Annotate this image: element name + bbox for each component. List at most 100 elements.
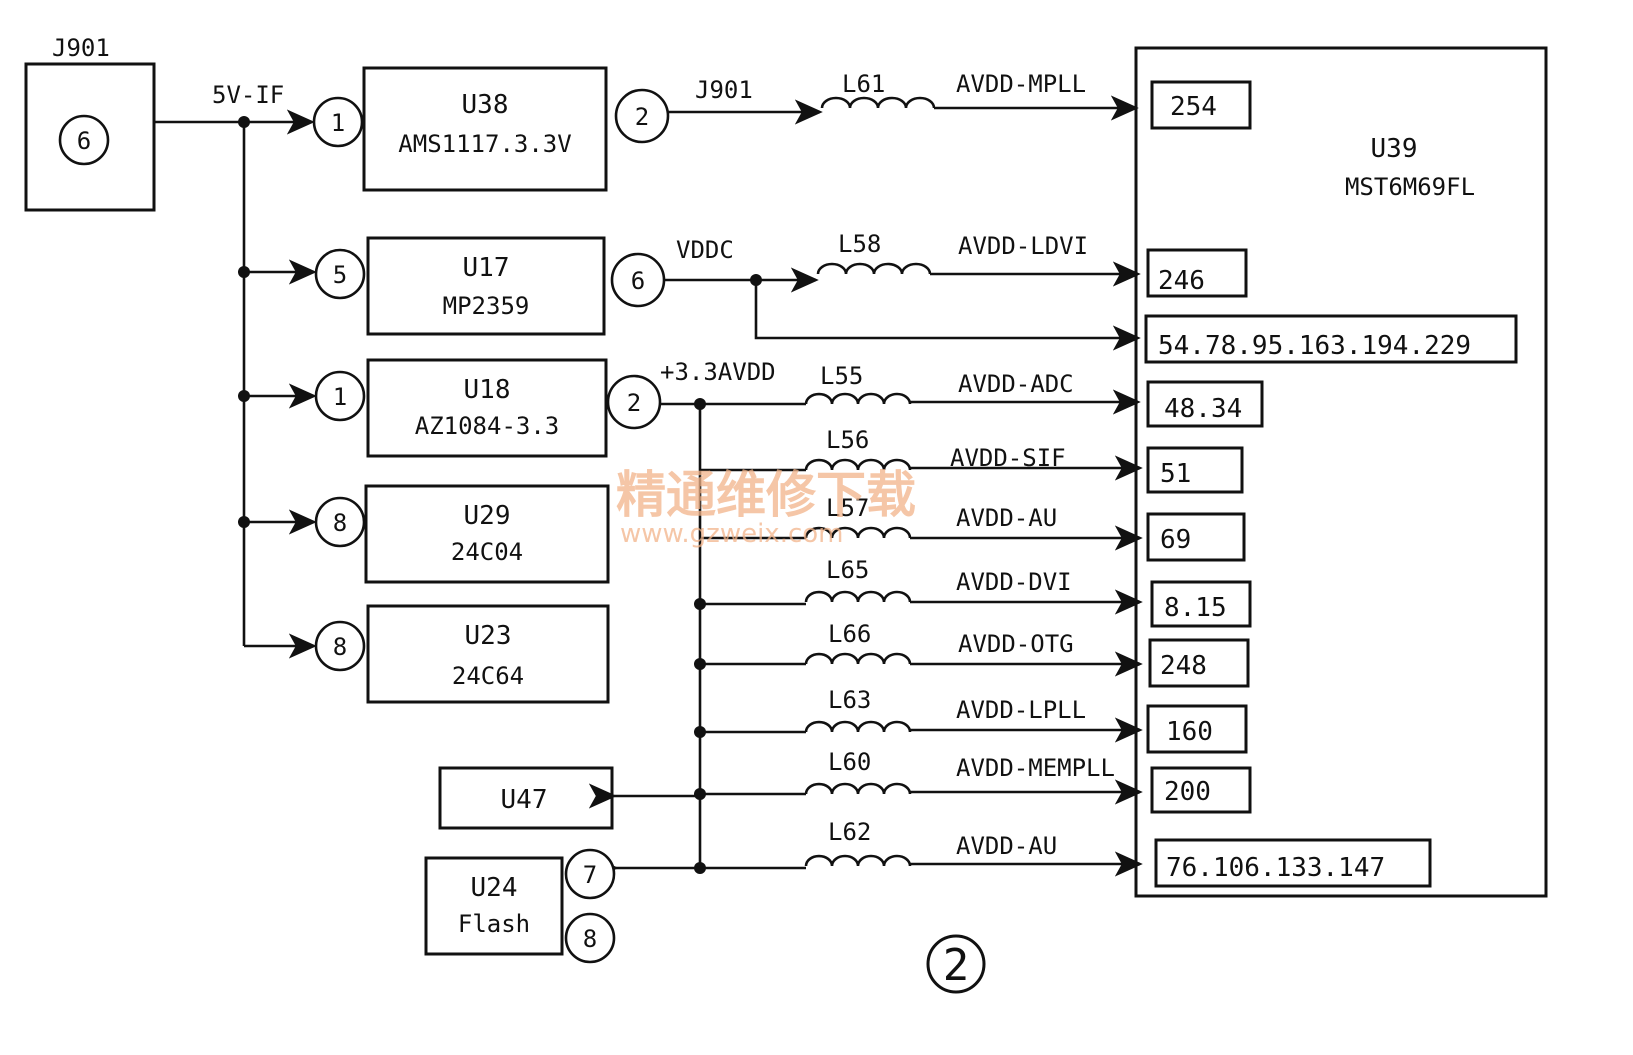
rail-l62 [590,851,1143,881]
u38-part: AMS1117.3.3V [398,130,571,158]
svg-text:8: 8 [583,925,597,953]
u38-in-pin: 1 [312,96,364,148]
rail-5v: 5V-IF [154,81,317,659]
svg-text:2: 2 [943,940,970,991]
inductor-label: L55 [820,362,863,390]
connector-j901: J901 6 [24,34,156,212]
soc-pin-box: 254 [1150,80,1252,130]
svg-text:48.34: 48.34 [1164,394,1242,424]
load-u47: U47 [438,766,614,830]
rail-l66 [694,651,1143,677]
inductor-label: L66 [828,620,871,648]
svg-text:6: 6 [631,267,645,295]
u38-out-pin: 2 [614,88,670,144]
net-label: AVDD-LPLL [956,696,1086,724]
u17-ref: U17 [463,253,510,283]
net-label: AVDD-AU [956,504,1057,532]
soc-pin-box: 69 [1146,512,1246,562]
inductor-label: L56 [826,426,869,454]
rail-l63 [694,717,1143,743]
u17-part: MP2359 [443,292,530,320]
svg-text:246: 246 [1158,266,1205,296]
svg-text:2: 2 [635,103,649,131]
u18-box [366,358,608,458]
soc-pin-box: 160 [1146,704,1248,754]
net-label: AVDD-AU [956,832,1057,860]
soc-part: MST6M69FL [1345,173,1475,201]
rail-l65 [694,589,1143,615]
u29-in-pin: 8 [314,496,366,548]
regulator-u17: 5 U17 MP2359 6 [314,236,666,336]
svg-text:7: 7 [583,861,597,889]
net-label: AVDD-MPLL [956,70,1086,98]
soc-pin-box: 246 [1146,248,1248,298]
u24-pin-8: 8 [564,912,616,964]
net-label: AVDD-DVI [956,568,1072,596]
rail-l56 [700,455,1143,481]
u24-ref: U24 [471,873,518,903]
u38-ref: U38 [462,90,509,120]
soc-pin-box: 248 [1148,638,1250,688]
u23-ref: U23 [465,621,512,651]
u23-part: 24C64 [452,662,524,690]
rail-l60 [588,779,1143,809]
soc-pin-box: 48.34 [1146,380,1264,428]
u38-box [362,66,608,192]
u24-pin-7: 7 [564,848,616,900]
load-u24-flash: U24 Flash 7 8 [424,848,616,964]
svg-text:8: 8 [333,633,347,661]
soc-pin-box: 51 [1146,446,1244,494]
net-label: AVDD-SIF [950,444,1066,472]
eeprom-u23: 8 U23 24C64 [314,604,610,704]
svg-text:248: 248 [1160,651,1207,681]
connector-ref: J901 [52,34,110,62]
inductor-label: L60 [828,748,871,776]
soc-pin-box: 54.78.95.163.194.229 [1144,314,1518,364]
regulator-u38: 1 U38 AMS1117.3.3V 2 [312,66,670,192]
regulator-u18: 1 U18 AZ1084-3.3 2 [314,358,662,458]
svg-text:8.15: 8.15 [1164,593,1227,623]
inductor-label: L62 [828,818,871,846]
svg-text:254: 254 [1170,92,1217,122]
svg-text:8: 8 [333,509,347,537]
u23-in-pin: 8 [314,620,366,672]
net-label: AVDD-ADC [958,370,1074,398]
soc-ref: U39 [1371,134,1418,164]
eeprom-u29: 8 U29 24C04 [314,484,610,584]
watermark-url: www.gzweix.com [620,519,844,549]
inductor-label: L63 [828,686,871,714]
svg-text:5: 5 [333,261,347,289]
svg-text:69: 69 [1160,525,1191,555]
u23-box [366,604,610,704]
u47-ref: U47 [501,785,548,815]
net-label-vddc: VDDC [676,236,734,264]
net-u18-out: +3.3AVDD [660,358,806,868]
svg-text:54.78.95.163.194.229: 54.78.95.163.194.229 [1158,331,1471,361]
u17-out-pin: 6 [610,252,666,308]
soc-pin-box: 200 [1150,766,1252,814]
net-label: AVDD-OTG [958,630,1074,658]
u29-ref: U29 [464,501,511,531]
svg-text:6: 6 [77,127,91,155]
net-label: AVDD-MEMPLL [956,754,1115,782]
net-label: AVDD-LDVI [958,232,1088,260]
svg-text:51: 51 [1160,459,1191,489]
soc-pin-box: 76.106.133.147 [1154,838,1432,888]
figure-number: 2 [926,934,986,994]
u17-in-pin: 5 [314,248,366,300]
u18-ref: U18 [464,375,511,405]
watermark-text: 精通维修下载 [616,465,916,524]
net-u17-out: VDDC [664,236,1141,351]
svg-text:200: 200 [1164,777,1211,807]
svg-text:1: 1 [331,109,345,137]
rail-l55 [804,389,1141,415]
u24-part: Flash [458,910,530,938]
inductor-label: L61 [842,70,885,98]
rail-l57 [700,525,1143,551]
svg-text:1: 1 [333,383,347,411]
svg-text:2: 2 [627,389,641,417]
inductor-label: L57 [826,494,869,522]
svg-text:76.106.133.147: 76.106.133.147 [1166,853,1385,883]
watermark: 精通维修下载 www.gzweix.com [616,465,916,549]
svg-text:160: 160 [1166,717,1213,747]
